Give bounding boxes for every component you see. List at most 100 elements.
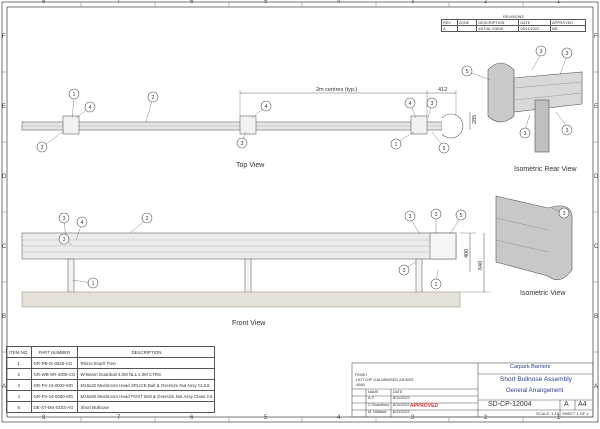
dim-400: 400	[464, 249, 470, 258]
rev-cell: MB	[549, 25, 587, 32]
bom-cell: 3	[6, 379, 32, 391]
zone-top-8: 8	[42, 0, 46, 5]
drawing-scale: SCALE: 1:15	[536, 411, 560, 416]
iso-bullnose	[495, 195, 573, 281]
zone-right-B: B	[594, 314, 599, 320]
bom-cell: DE-ST-MX-0103-AG	[30, 401, 79, 413]
drawing-number: SD-CP-12004	[488, 401, 532, 408]
zone-bottom-4: 4	[337, 415, 341, 421]
bom-cell: GR-FS-16-0032-MG	[30, 379, 79, 391]
dim-centres: 2m centres (typ.)	[316, 87, 357, 93]
zone-top-4: 4	[337, 0, 341, 5]
balloon-1-c	[87, 277, 99, 289]
bom-header: DESCRIPTION	[77, 346, 216, 358]
balloon-label: 1	[435, 282, 438, 288]
zone-left-F: F	[2, 34, 6, 40]
balloons	[36, 45, 573, 290]
bom-cell: GR-WB-SR-4000-CG	[30, 368, 79, 380]
balloon-label: 2	[146, 216, 149, 222]
zone-left-D: D	[2, 174, 7, 180]
balloon-1-a	[68, 88, 80, 100]
zone-top-3: 3	[411, 0, 415, 5]
bom-header: ITEM NO.	[6, 346, 32, 358]
balloon-label: 3	[566, 128, 569, 134]
zone-left-B: B	[2, 314, 7, 320]
checked-by: C.Chaudhary	[368, 403, 390, 407]
zone-top-5: 5	[264, 0, 268, 5]
checked-date: 8/11/2022	[393, 403, 410, 407]
balloon-3-e	[561, 47, 573, 59]
front-view-post-2	[244, 258, 252, 293]
rev-cell: 08/11/2022	[518, 25, 551, 32]
iso-view-title: Isometric View	[520, 290, 566, 297]
balloon-label: 3	[540, 49, 543, 55]
balloon-label: 3	[431, 101, 434, 107]
balloon-label: 3	[403, 268, 406, 274]
zone-right-A: A	[594, 384, 599, 390]
drawing-sheet: SHEET 1 OF 1	[562, 411, 589, 416]
balloon-label: 3	[63, 237, 66, 243]
bom-cell: 4	[6, 390, 32, 402]
balloon-label: 3	[409, 214, 412, 220]
drawn-date: 8/11/2022	[393, 396, 410, 400]
rev-cell: A	[441, 25, 458, 32]
balloon-label: 3	[566, 51, 569, 57]
bom-cell: 1	[6, 357, 32, 369]
zone-bottom-5: 5	[264, 415, 268, 421]
balloon-label: 3	[41, 145, 44, 151]
balloon-label: 5	[460, 213, 463, 219]
balloon-label: 1	[395, 142, 398, 148]
balloon-4-b	[260, 100, 272, 112]
balloon-3-g	[561, 124, 573, 136]
top-view-title: Top View	[236, 162, 265, 169]
drawing-title: Short Bullnose Assembly	[500, 376, 572, 383]
bom-row: 5 DE-ST-MX-0103-AG Short Bullnose	[6, 401, 216, 413]
balloon-2-b	[141, 212, 153, 224]
balloon-label: 4	[81, 220, 84, 226]
bom-row: 4 GR-FS-16-0050-MG M16x50 Mushroom Head …	[6, 390, 216, 402]
bom-cell: M16x50 Mushroom Head POST Bolt & Oversiz…	[77, 390, 216, 402]
drawing-rev: A	[564, 401, 569, 408]
balloon-4-c	[404, 97, 416, 109]
drawing-subtitle: General Arrangement	[506, 388, 564, 394]
ground-slab	[21, 291, 461, 308]
dim-640: 640	[478, 261, 484, 270]
zone-top-2: 2	[484, 0, 488, 5]
balloon-label: 1	[92, 281, 95, 287]
zone-top-6: 6	[190, 0, 194, 5]
zone-left-C: C	[2, 244, 7, 250]
bom-cell: Rhino-Stop® Post	[77, 357, 216, 369]
balloon-4-a	[84, 101, 96, 113]
top-view-post-3	[410, 115, 428, 135]
balloon-5-a	[438, 142, 450, 154]
balloon-label: 1	[73, 92, 76, 98]
dimension-labels: 2m centres (typ.) 412 285 400 640	[316, 87, 484, 270]
balloon-label: 4	[265, 104, 268, 110]
drawing-size: A4	[578, 401, 587, 408]
zone-bottom-8: 8	[42, 415, 46, 421]
zone-top-1: 1	[557, 0, 561, 5]
zone-right-F: F	[594, 34, 598, 40]
balloon-label: 5	[466, 69, 469, 75]
finish-value: HOT-DIP GALVANISED AS/NZS 4680	[356, 377, 414, 387]
top-view-post-2	[239, 115, 257, 135]
top-view-post-1	[62, 115, 80, 135]
balloon-label: 3	[524, 131, 527, 137]
balloon-3-b	[236, 137, 248, 149]
bom-row: 1 GR-PB-IS-0625-CG Rhino-Stop® Post	[6, 357, 216, 369]
approved-by: M. Wallace	[368, 410, 387, 414]
zone-bottom-1: 1	[557, 415, 561, 421]
balloon-label: 3	[435, 212, 438, 218]
zone-right-D: D	[594, 174, 599, 180]
balloon-3-h	[558, 207, 570, 219]
dim-285: 285	[472, 115, 478, 124]
iso-view	[495, 195, 573, 281]
bom-row: 2 GR-WB-SR-4000-CG W-Beam Guardrail 4.0M…	[6, 368, 216, 380]
iso-rear-view-title: Isometric Rear View	[514, 166, 577, 173]
balloon-3-a	[36, 141, 48, 153]
approved-stamp: APPROVED	[410, 403, 439, 409]
approved-date: 8/11/2022	[393, 410, 410, 414]
zone-right-E: E	[594, 104, 599, 110]
balloon-3-m	[398, 264, 410, 276]
